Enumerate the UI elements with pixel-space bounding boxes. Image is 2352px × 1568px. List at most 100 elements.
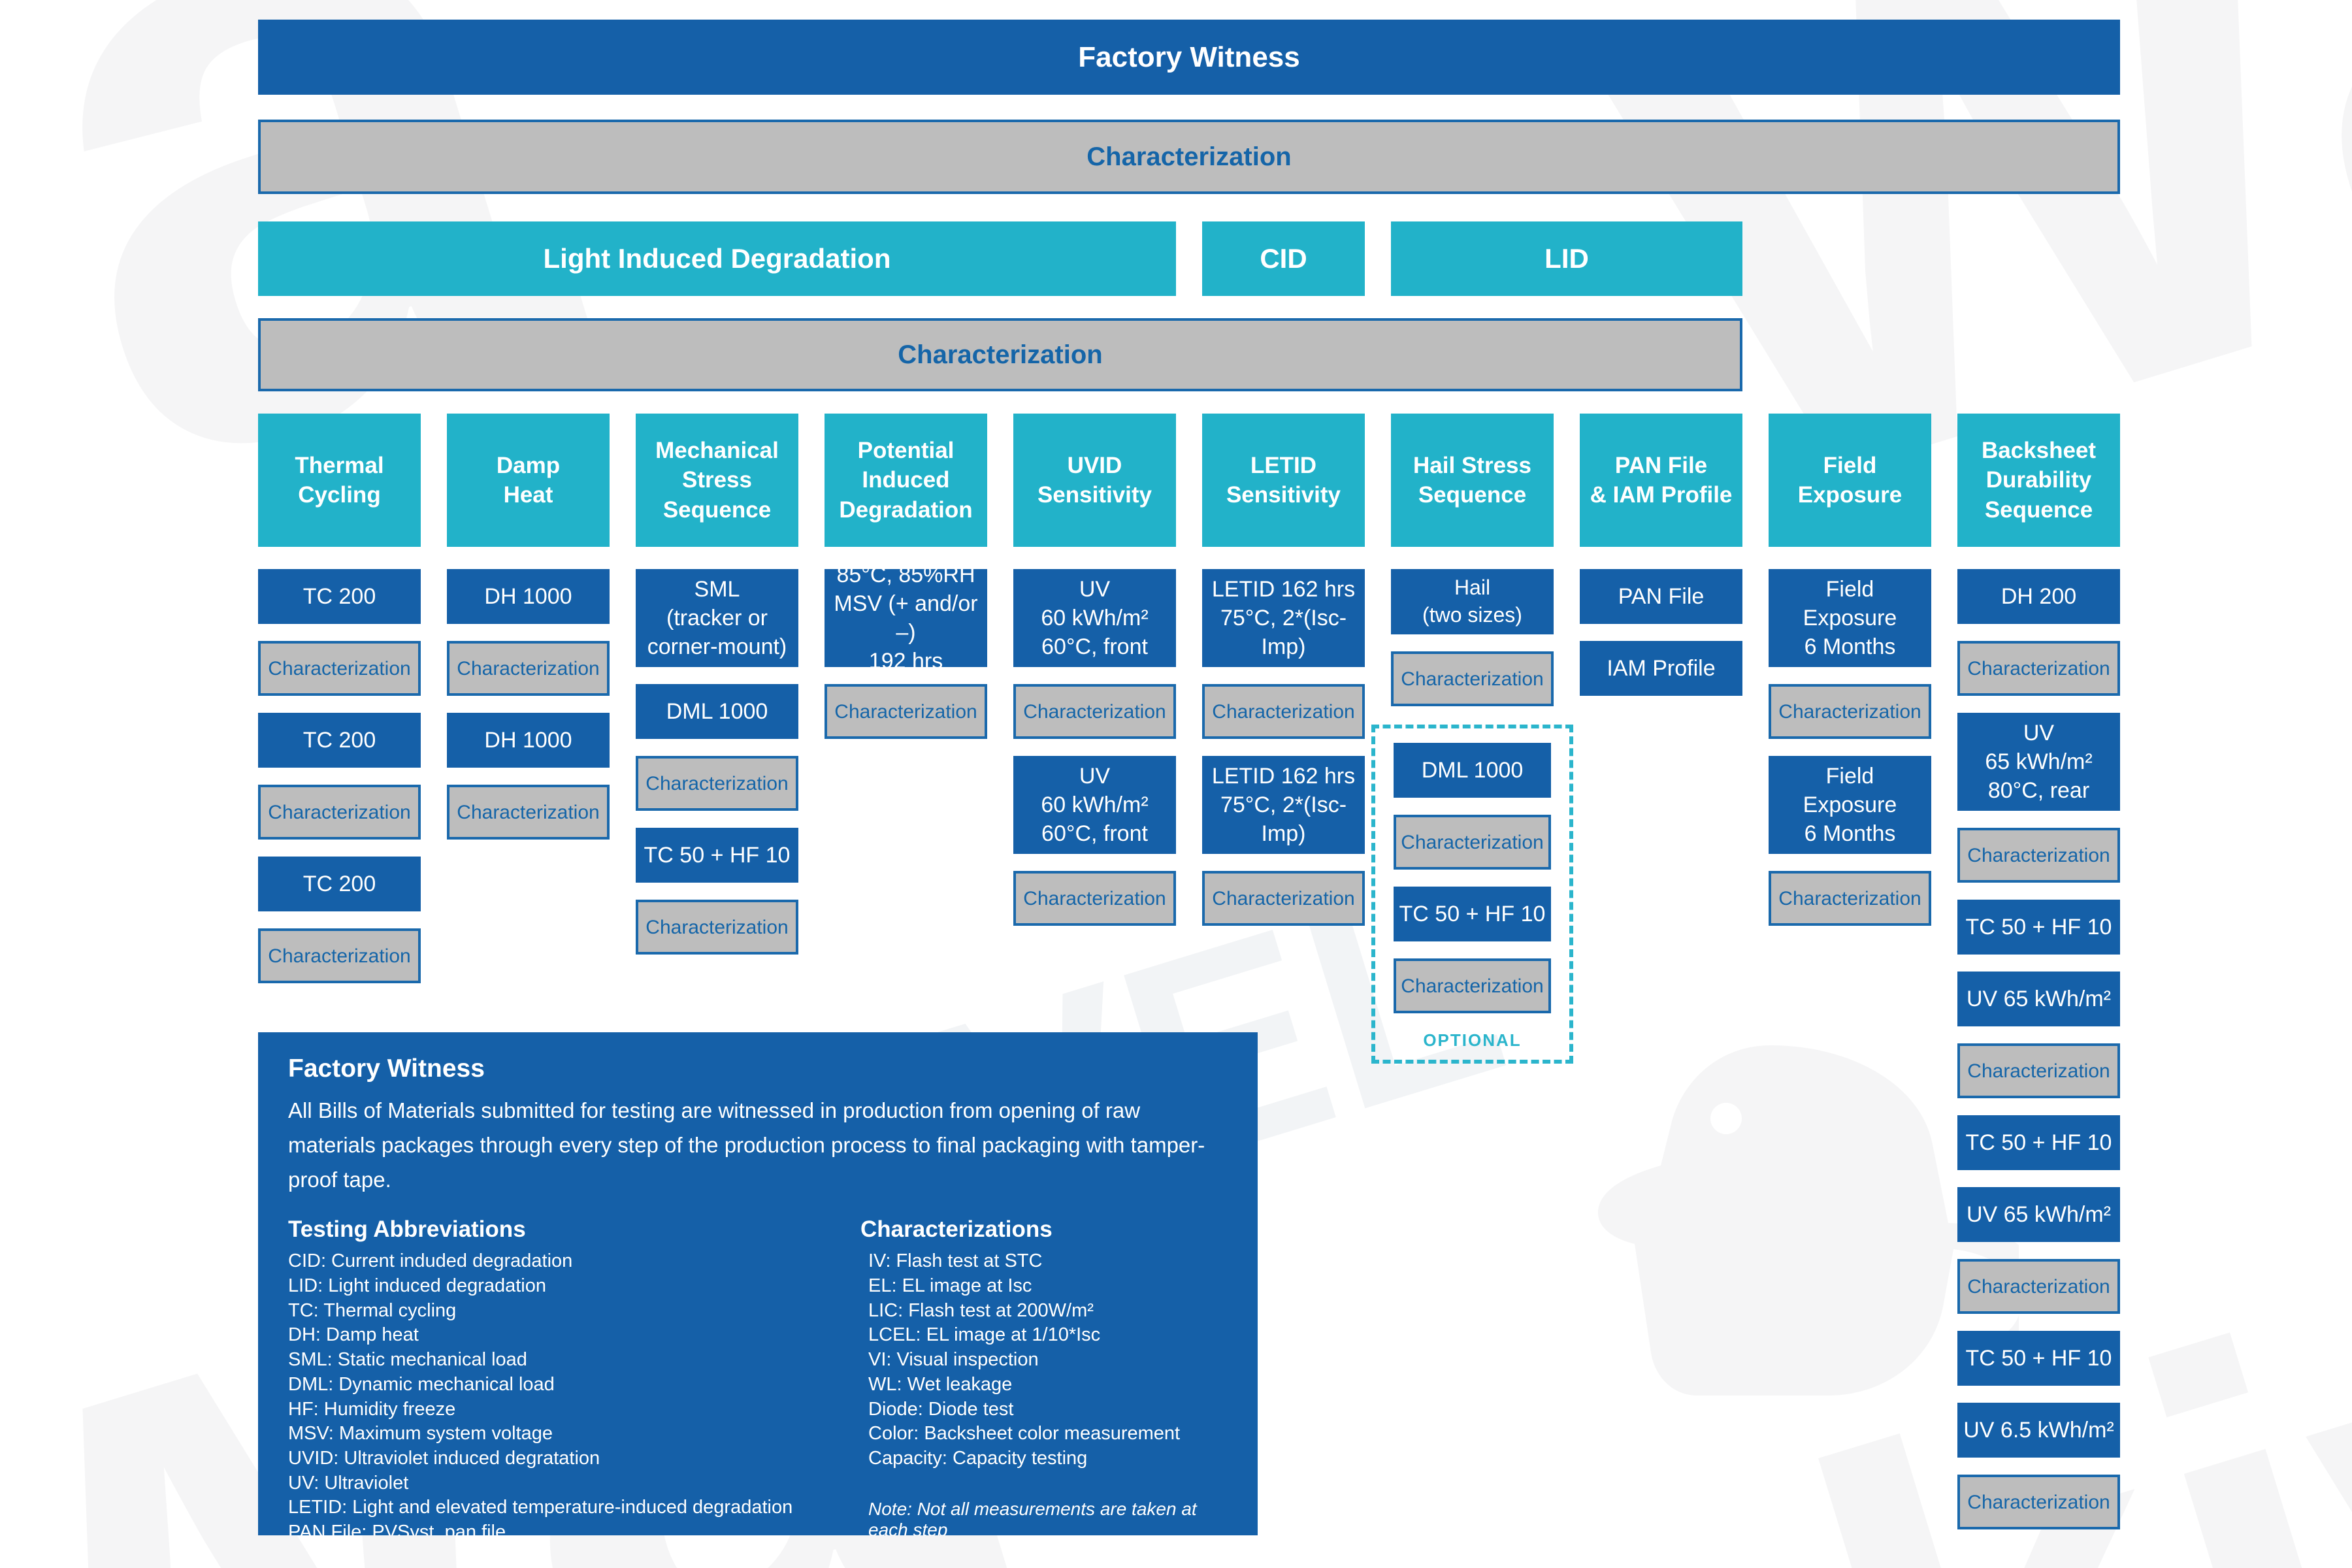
abbreviations-section: Testing Abbreviations CID: Current indud… — [288, 1217, 860, 1535]
test-box: TC 50 + HF 10 — [1957, 900, 2120, 955]
test-box: LETID 162 hrs 75°C, 2*(Isc-Imp) — [1202, 756, 1365, 854]
test-box: DML 1000 — [1394, 743, 1551, 798]
test-box: TC 50 + HF 10 — [636, 828, 798, 883]
characterization-box: Characterization — [1394, 958, 1551, 1013]
characterization-box: Characterization — [1957, 828, 2120, 883]
column-header: LETID Sensitivity — [1202, 414, 1365, 547]
characterization-box: Characterization — [825, 684, 987, 739]
column-header: Backsheet Durability Sequence — [1957, 414, 2120, 547]
legend-list-item: Capacity: Capacity testing — [868, 1447, 1088, 1469]
column-pan-file-iam-profile: PAN File & IAM Profile PAN File IAM Prof… — [1580, 414, 1742, 696]
legend-list-item: LETID: Light and elevated temperature-in… — [288, 1497, 793, 1518]
characterizations-title: Characterizations — [860, 1217, 1053, 1243]
column-header: Hail Stress Sequence — [1391, 414, 1554, 547]
column-stack: PAN File IAM Profile — [1580, 569, 1742, 696]
column-stack: DH 200 Characterization UV 65 kWh/m² 80°… — [1957, 569, 2120, 1529]
legend-list-item: Color: Backsheet color measurement — [868, 1423, 1181, 1445]
characterization-box: Characterization — [1957, 641, 2120, 696]
column-header: Field Exposure — [1769, 414, 1931, 547]
light-induced-degradation-bar: Light Induced Degradation — [258, 221, 1176, 296]
abbreviations-list: CID: Current induded degradation LID: Li… — [288, 1249, 860, 1535]
abbreviations-title: Testing Abbreviations — [288, 1217, 526, 1243]
column-header: UVID Sensitivity — [1013, 414, 1176, 547]
test-box: Hail (two sizes) — [1391, 569, 1554, 634]
characterization-box: Characterization — [1769, 871, 1931, 926]
optional-label: OPTIONAL — [1423, 1030, 1522, 1050]
optional-group: DML 1000 Characterization TC 50 + HF 10 … — [1371, 725, 1573, 1064]
lid-box: LID — [1391, 221, 1742, 296]
test-box: Field Exposure 6 Months — [1769, 756, 1931, 854]
column-header: PAN File & IAM Profile — [1580, 414, 1742, 547]
test-box: TC 200 — [258, 713, 421, 768]
test-box: UV 60 kWh/m² 60°C, front — [1013, 569, 1176, 667]
column-stack: 85°C, 85%RH MSV (+ and/or –) 192 hrs Cha… — [825, 563, 987, 739]
legend-list-item: TC: Thermal cycling — [288, 1299, 457, 1321]
test-box: UV 60 kWh/m² 60°C, front — [1013, 756, 1176, 854]
characterization-box: Characterization — [447, 641, 610, 696]
test-box: TC 50 + HF 10 — [1957, 1331, 2120, 1386]
test-box: DH 1000 — [447, 713, 610, 768]
legend-list-item: PAN File: PVSyst .pan file — [288, 1521, 506, 1535]
characterization-box: Characterization — [1769, 684, 1931, 739]
characterization-box: Characterization — [447, 785, 610, 840]
column-stack: LETID 162 hrs 75°C, 2*(Isc-Imp) Characte… — [1202, 569, 1365, 926]
test-box: TC 200 — [258, 569, 421, 624]
characterization-box: Characterization — [258, 641, 421, 696]
column-stack: UV 60 kWh/m² 60°C, front Characterizatio… — [1013, 569, 1176, 926]
column-backsheet-durability: Backsheet Durability Sequence DH 200 Cha… — [1957, 414, 2120, 1529]
test-box: UV 65 kWh/m² 80°C, rear — [1957, 713, 2120, 811]
test-box: UV 65 kWh/m² — [1957, 1187, 2120, 1242]
test-box: 85°C, 85%RH MSV (+ and/or –) 192 hrs — [825, 563, 987, 674]
legend-panel: Factory Witness All Bills of Materials s… — [258, 1032, 1258, 1535]
legend-list-item: WL: Wet leakage — [868, 1373, 1013, 1395]
characterization-box: Characterization — [1013, 871, 1176, 926]
column-header: Mechanical Stress Sequence — [636, 414, 798, 547]
legend-title: Factory Witness — [288, 1054, 485, 1083]
legend-list-item: UV: Ultraviolet — [288, 1472, 409, 1494]
legend-list-item: CID: Current induded degradation — [288, 1250, 573, 1272]
characterizations-list: IV: Flash test at STC EL: EL image at Is… — [860, 1249, 1228, 1471]
factory-witness-bar: Factory Witness — [258, 20, 2120, 95]
test-box: UV 6.5 kWh/m² — [1957, 1403, 2120, 1458]
characterization-bar-top: Characterization — [258, 120, 2120, 194]
column-potential-induced-degradation: Potential Induced Degradation 85°C, 85%R… — [825, 414, 987, 739]
column-stack: DH 1000 Characterization DH 1000 Charact… — [447, 569, 610, 840]
test-box: IAM Profile — [1580, 641, 1742, 696]
test-box: TC 50 + HF 10 — [1394, 887, 1551, 941]
column-stack: Hail (two sizes) Characterization DML 10… — [1371, 569, 1573, 1064]
characterization-box: Characterization — [258, 928, 421, 983]
kiwa-bird-watermark — [1598, 1045, 2019, 1396]
legend-list-item: LIC: Flash test at 200W/m² — [868, 1299, 1094, 1321]
legend-list-item: LID: Light induced degradation — [288, 1275, 547, 1297]
legend-list-item: HF: Humidity freeze — [288, 1398, 456, 1420]
test-box: TC 200 — [258, 857, 421, 911]
column-header: Thermal Cycling — [258, 414, 421, 547]
characterization-box: Characterization — [1013, 684, 1176, 739]
characterization-box: Characterization — [1202, 684, 1365, 739]
column-hail-stress: Hail Stress Sequence Hail (two sizes) Ch… — [1371, 414, 1573, 1064]
characterization-box: Characterization — [636, 900, 798, 955]
test-box: UV 65 kWh/m² — [1957, 972, 2120, 1026]
test-box: DH 1000 — [447, 569, 610, 624]
column-stack: Field Exposure 6 Months Characterization… — [1769, 569, 1931, 926]
column-header: Damp Heat — [447, 414, 610, 547]
legend-list-item: Diode: Diode test — [868, 1398, 1014, 1420]
test-box: TC 50 + HF 10 — [1957, 1115, 2120, 1170]
test-sequence-columns: Thermal Cycling TC 200 Characterization … — [258, 414, 2120, 1529]
legend-list-item: UVID: Ultraviolet induced degratation — [288, 1447, 600, 1469]
test-box: DH 200 — [1957, 569, 2120, 624]
cid-box: CID — [1202, 221, 1365, 296]
legend-list-item: DH: Damp heat — [288, 1324, 419, 1346]
characterization-box: Characterization — [636, 756, 798, 811]
characterizations-section: Characterizations IV: Flash test at STC … — [860, 1217, 1228, 1535]
characterization-box: Characterization — [1957, 1475, 2120, 1529]
characterization-box: Characterization — [258, 785, 421, 840]
column-stack: SML (tracker or corner-mount) DML 1000 C… — [636, 569, 798, 955]
legend-list-item: IV: Flash test at STC — [868, 1250, 1043, 1272]
column-stack: TC 200 Characterization TC 200 Character… — [258, 569, 421, 983]
test-box: Field Exposure 6 Months — [1769, 569, 1931, 667]
column-uvid-sensitivity: UVID Sensitivity UV 60 kWh/m² 60°C, fron… — [1013, 414, 1176, 926]
characterization-box: Characterization — [1202, 871, 1365, 926]
column-letid-sensitivity: LETID Sensitivity LETID 162 hrs 75°C, 2*… — [1202, 414, 1365, 926]
